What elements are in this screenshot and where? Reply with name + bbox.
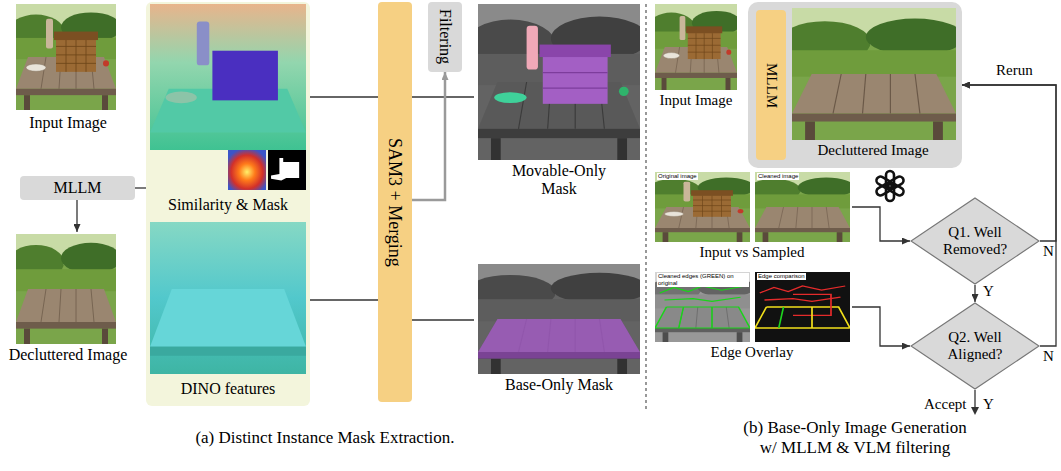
container-box: MLLM Decluttered Image [748, 2, 962, 168]
art-part [494, 26, 628, 104]
node-label: MLLM [54, 179, 102, 197]
edge-overlay-photo [647, 272, 850, 342]
connector [412, 72, 445, 200]
connector [135, 187, 146, 188]
image-caption: Cleaned image [757, 173, 799, 180]
input-photo [8, 4, 121, 110]
comparison-photo [647, 172, 854, 242]
image-panel: Input Image [650, 2, 742, 109]
mask-image [268, 150, 306, 190]
node-label: Movable-Only Mask [499, 162, 619, 199]
art-part [665, 182, 744, 217]
node-label: Input vs Sampled [652, 244, 852, 261]
node-label: Q2. Well Aligned? [938, 329, 1012, 364]
connector [310, 96, 378, 97]
feature-map [150, 222, 306, 374]
diamond-shape [911, 198, 1039, 284]
art-part [647, 272, 754, 342]
connector [974, 285, 975, 302]
connector [76, 200, 77, 232]
process-bar: MLLM [756, 10, 786, 160]
connector [852, 207, 910, 241]
art-part [974, 390, 975, 407]
feature-panel: Similarity & MaskDINO features [146, 2, 310, 406]
connector [310, 299, 378, 300]
connector [852, 307, 910, 346]
process-bar: SAM3 + Merging [378, 2, 412, 402]
art-part [747, 172, 854, 242]
art-part [26, 19, 109, 72]
node-label: MLLM [762, 63, 779, 108]
art-part [971, 407, 979, 415]
input-photo [648, 4, 741, 90]
art-part [478, 4, 640, 160]
image-caption: Cleaned edges (GREEN) on original [657, 273, 749, 287]
base-mask-photo [465, 264, 648, 374]
decision-diamond: Q1. Well Removed? [910, 197, 1040, 285]
node-label: Decluttered Image [790, 142, 956, 159]
art-part [465, 4, 648, 160]
branch-label: N [1043, 243, 1054, 260]
art-part [478, 264, 640, 374]
art-part [663, 16, 731, 59]
node-label: SAM3 + Merging [385, 138, 406, 267]
panel-caption: (a) Distinct Instance Mask Extraction. [150, 428, 500, 448]
accept-arrow [971, 390, 979, 415]
image-panel: Input vs Sampled [652, 170, 852, 261]
node-label: Input Image [6, 114, 130, 132]
image-caption: Original image [657, 173, 698, 180]
image-panel: Decluttered Image [0, 232, 136, 364]
filter-box: Filtering [428, 2, 462, 72]
process-box: MLLM [20, 176, 135, 200]
node-label: Edge Overlay [652, 344, 852, 361]
panel-caption: (b) Base-Only Image Generation w/ MLLM &… [739, 418, 971, 457]
node-label: Input Image [650, 92, 742, 109]
outcome-label: Accept [924, 396, 966, 413]
feature-map [150, 4, 306, 150]
connector [412, 96, 474, 97]
node-label: Q1. Well Removed? [938, 224, 1012, 259]
vlm-logo [875, 171, 905, 201]
decluttered-photo [779, 8, 964, 140]
node-label: Filtering [436, 9, 454, 64]
diamond-shape [911, 303, 1039, 389]
decluttered-photo [8, 234, 121, 344]
art-part [755, 272, 850, 342]
image-caption: Edge comparison [757, 273, 806, 280]
branch-label: Y [983, 396, 994, 413]
node-label: Decluttered Image [0, 346, 136, 364]
divider-line [645, 4, 646, 412]
connector [412, 319, 474, 320]
art-part [875, 175, 894, 190]
branch-label: N [1043, 348, 1054, 365]
art-part [8, 4, 121, 110]
similarity-map [228, 150, 266, 190]
art-part [648, 4, 741, 90]
art-part [478, 319, 640, 359]
decision-diamond: Q2. Well Aligned? [910, 302, 1040, 390]
branch-label: Y [983, 283, 994, 300]
node-label: Similarity & Mask [146, 196, 310, 214]
panel-ground [146, 2, 310, 406]
loop-label: Rerun [996, 62, 1033, 79]
art-part [647, 172, 754, 242]
node-label: Base-Only Mask [474, 376, 644, 394]
art-part [465, 264, 648, 374]
image-panel: Base-Only Mask [474, 262, 644, 394]
node-label: DINO features [146, 380, 310, 398]
image-panel: Movable-Only Mask [474, 2, 644, 199]
movable-mask-photo [465, 4, 648, 160]
image-panel: Input Image [6, 2, 130, 132]
